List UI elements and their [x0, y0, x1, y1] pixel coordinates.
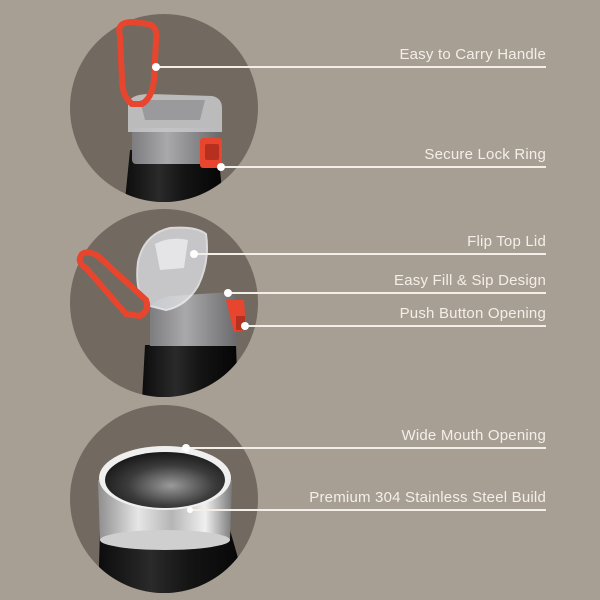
- callout-dots: [152, 63, 249, 513]
- carry-handle: [76, 249, 151, 320]
- callout-dot-icon: [187, 507, 193, 513]
- bottle-body: [142, 345, 238, 397]
- panel-lid-open: [70, 209, 258, 397]
- callout-dot-icon: [217, 163, 225, 171]
- callout-dot-icon: [182, 444, 190, 452]
- label-stainless-steel-build: Premium 304 Stainless Steel Build: [309, 489, 546, 506]
- label-flip-top-lid: Flip Top Lid: [467, 233, 546, 250]
- panel-lid-top: [70, 14, 258, 202]
- label-secure-lock-ring: Secure Lock Ring: [424, 146, 546, 163]
- callout-dot-icon: [152, 63, 160, 71]
- panel-mouth: [70, 405, 258, 593]
- callout-lines: [156, 66, 546, 511]
- callout-dot-icon: [190, 250, 198, 258]
- callout-dot-icon: [241, 322, 249, 330]
- carry-handle: [116, 18, 160, 107]
- label-easy-fill-sip-design: Easy Fill & Sip Design: [394, 272, 546, 289]
- label-easy-to-carry-handle: Easy to Carry Handle: [399, 46, 546, 63]
- label-push-button-opening: Push Button Opening: [399, 305, 546, 322]
- callout-dot-icon: [224, 289, 232, 297]
- mouth-interior: [105, 452, 225, 508]
- label-wide-mouth-opening: Wide Mouth Opening: [401, 427, 546, 444]
- bottle-body: [124, 150, 224, 202]
- lid-base: [132, 128, 220, 164]
